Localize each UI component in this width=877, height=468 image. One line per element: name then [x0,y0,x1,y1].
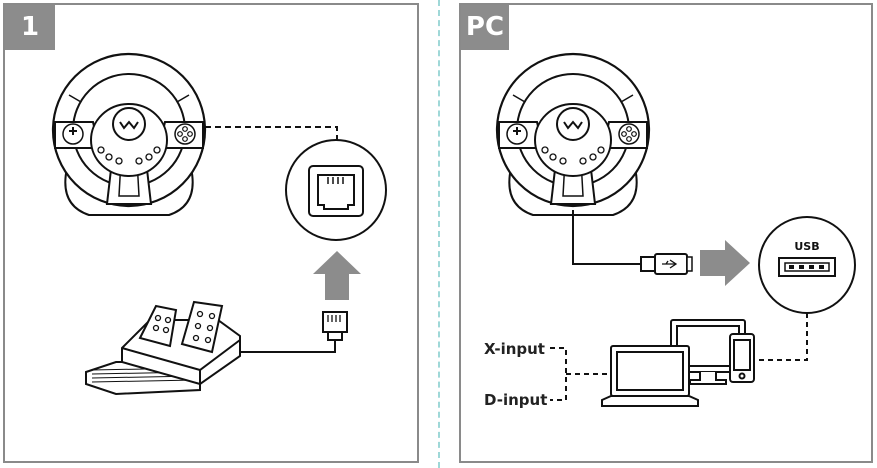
usb-label: USB [794,240,819,253]
dinput-label: D-input [484,391,547,409]
xinput-label: X-input [484,340,545,358]
steering-wheel-icon [51,52,207,217]
phone-icon [729,333,755,383]
arrow-up-icon [313,251,361,300]
laptop-icon [601,345,699,407]
pc-badge: PC [461,5,509,50]
step-badge: 1 [5,5,55,50]
rj11-plug-icon [322,311,348,341]
arrow-right-icon [700,240,750,286]
pedals-icon [85,300,241,396]
dashed-connector [756,313,808,361]
usb-cable [572,210,643,265]
dashed-connector [205,126,338,140]
panel-divider [438,0,440,468]
rj11-port-icon [285,139,387,241]
usb-port-icon [758,216,856,314]
input-mode-bracket [550,347,610,401]
pedal-cable [240,340,336,353]
steering-wheel-icon [495,52,651,217]
usb-plug-icon [640,253,693,275]
